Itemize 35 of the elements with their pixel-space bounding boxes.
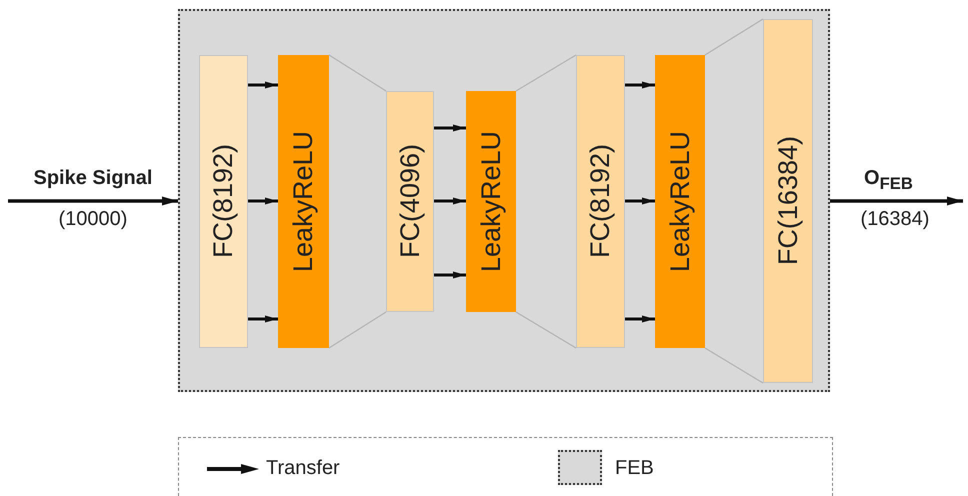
arrow bbox=[434, 198, 466, 204]
layer-label: FC(8192) bbox=[587, 144, 614, 259]
layer-label: LeakyReLU bbox=[478, 130, 504, 272]
arrow bbox=[248, 82, 278, 88]
arrow bbox=[434, 124, 466, 132]
layer-label: FC(16384) bbox=[774, 136, 802, 266]
activation-layer bbox=[278, 55, 329, 348]
arrow bbox=[625, 316, 655, 322]
dimension-label: (16384) bbox=[860, 208, 930, 231]
layer-label: FC(4096) bbox=[396, 144, 424, 259]
arrow bbox=[625, 82, 655, 88]
arrow bbox=[248, 316, 278, 322]
arrow bbox=[434, 272, 466, 278]
projection-line bbox=[516, 54, 576, 92]
fc-layer bbox=[763, 19, 813, 383]
arrow bbox=[8, 196, 178, 206]
fc-layer bbox=[386, 91, 434, 312]
fc-layer bbox=[199, 55, 248, 348]
arrow bbox=[830, 196, 963, 206]
projection-line bbox=[516, 311, 576, 349]
fc-layer bbox=[576, 55, 625, 348]
feb-block-region bbox=[178, 9, 830, 392]
layer-label: FC(8192) bbox=[210, 144, 237, 259]
activation-layer bbox=[655, 55, 705, 348]
arrow bbox=[625, 198, 655, 204]
legend-label: Transfer bbox=[266, 457, 340, 480]
arrow bbox=[248, 198, 278, 204]
legend-label: FEB bbox=[615, 457, 654, 480]
edge-label: Spike Signal bbox=[34, 167, 152, 190]
activation-layer bbox=[466, 91, 516, 312]
projection-line bbox=[328, 54, 386, 92]
dimension-label: (10000) bbox=[58, 208, 128, 231]
layer-label: LeakyReLU bbox=[666, 130, 694, 272]
layer-label: LeakyReLU bbox=[290, 130, 317, 272]
projection-line bbox=[328, 312, 386, 348]
